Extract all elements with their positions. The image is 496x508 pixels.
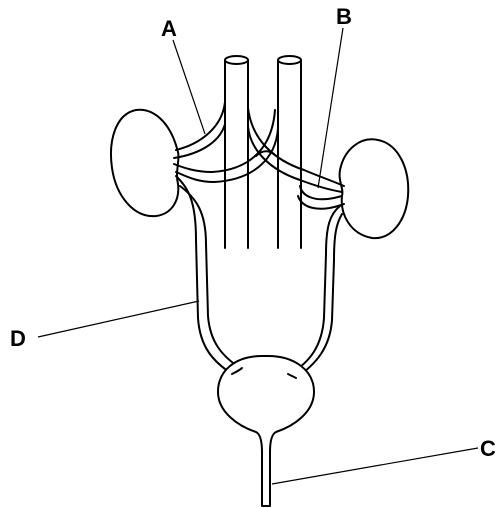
vena-cava bbox=[278, 56, 301, 248]
label-b: B bbox=[336, 4, 352, 29]
label-a-leader bbox=[173, 40, 205, 134]
left-renal-vessel-upper bbox=[174, 102, 225, 158]
label-a: A bbox=[161, 16, 177, 41]
label-d-leader bbox=[38, 301, 199, 337]
label-c-leader bbox=[272, 448, 478, 484]
aorta bbox=[225, 56, 248, 248]
label-c: C bbox=[480, 436, 496, 461]
right-renal-vessel-upper bbox=[248, 108, 344, 192]
label-d: D bbox=[10, 326, 26, 351]
right-kidney bbox=[340, 139, 409, 238]
label-b-leader bbox=[318, 28, 343, 188]
left-ureter bbox=[176, 176, 240, 374]
bladder bbox=[218, 356, 314, 506]
right-ureter bbox=[290, 206, 342, 378]
left-kidney bbox=[111, 110, 178, 216]
